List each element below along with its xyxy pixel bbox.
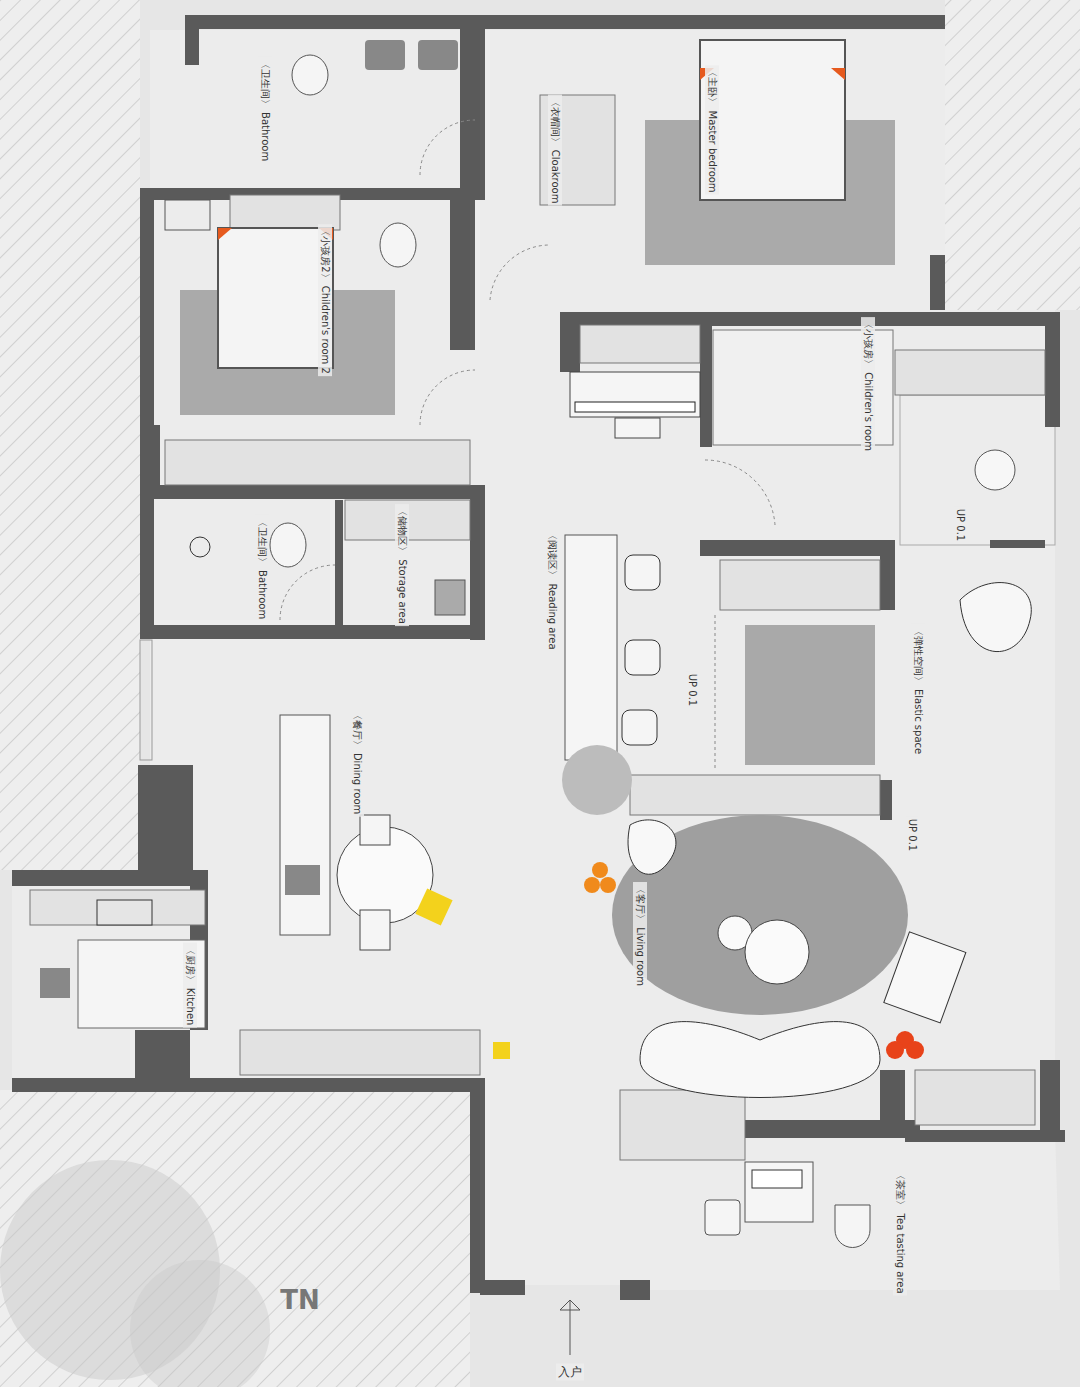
room-label: 〈卫生间〉 Bathroom (258, 57, 272, 163)
level-mark: UP 0.1 (955, 507, 966, 543)
entrance-label: 入户 (556, 1364, 584, 1381)
room-label: 〈阅读区〉 Reading area (545, 528, 559, 651)
room-label: 〈小孩房〉 Children's room (861, 317, 875, 453)
room-label: 〈主卧〉 Master bedroom (705, 65, 719, 194)
watermark: TN (278, 1285, 322, 1315)
room-label: 〈厨房〉 Kitchen (183, 943, 197, 1028)
room-label: 〈餐厅〉 Dining room (350, 708, 364, 817)
room-label: 〈弹性空间〉 Elastic space (911, 624, 925, 756)
room-label: 〈储物区〉 Storage area (395, 504, 409, 626)
room-label: 〈衣帽间〉 Cloakroom (548, 95, 562, 206)
room-label: 〈卫生间〉 Bathroom (255, 515, 269, 621)
level-mark: UP 0.1 (907, 817, 918, 853)
level-mark: UP 0.1 (687, 672, 698, 708)
room-label: 〈客厅〉 Living room (633, 882, 647, 988)
room-label: 〈茶室〉 Tea tasting area (893, 1168, 907, 1295)
room-label: 〈小孩房2〉 Children's room 2 (318, 224, 332, 376)
